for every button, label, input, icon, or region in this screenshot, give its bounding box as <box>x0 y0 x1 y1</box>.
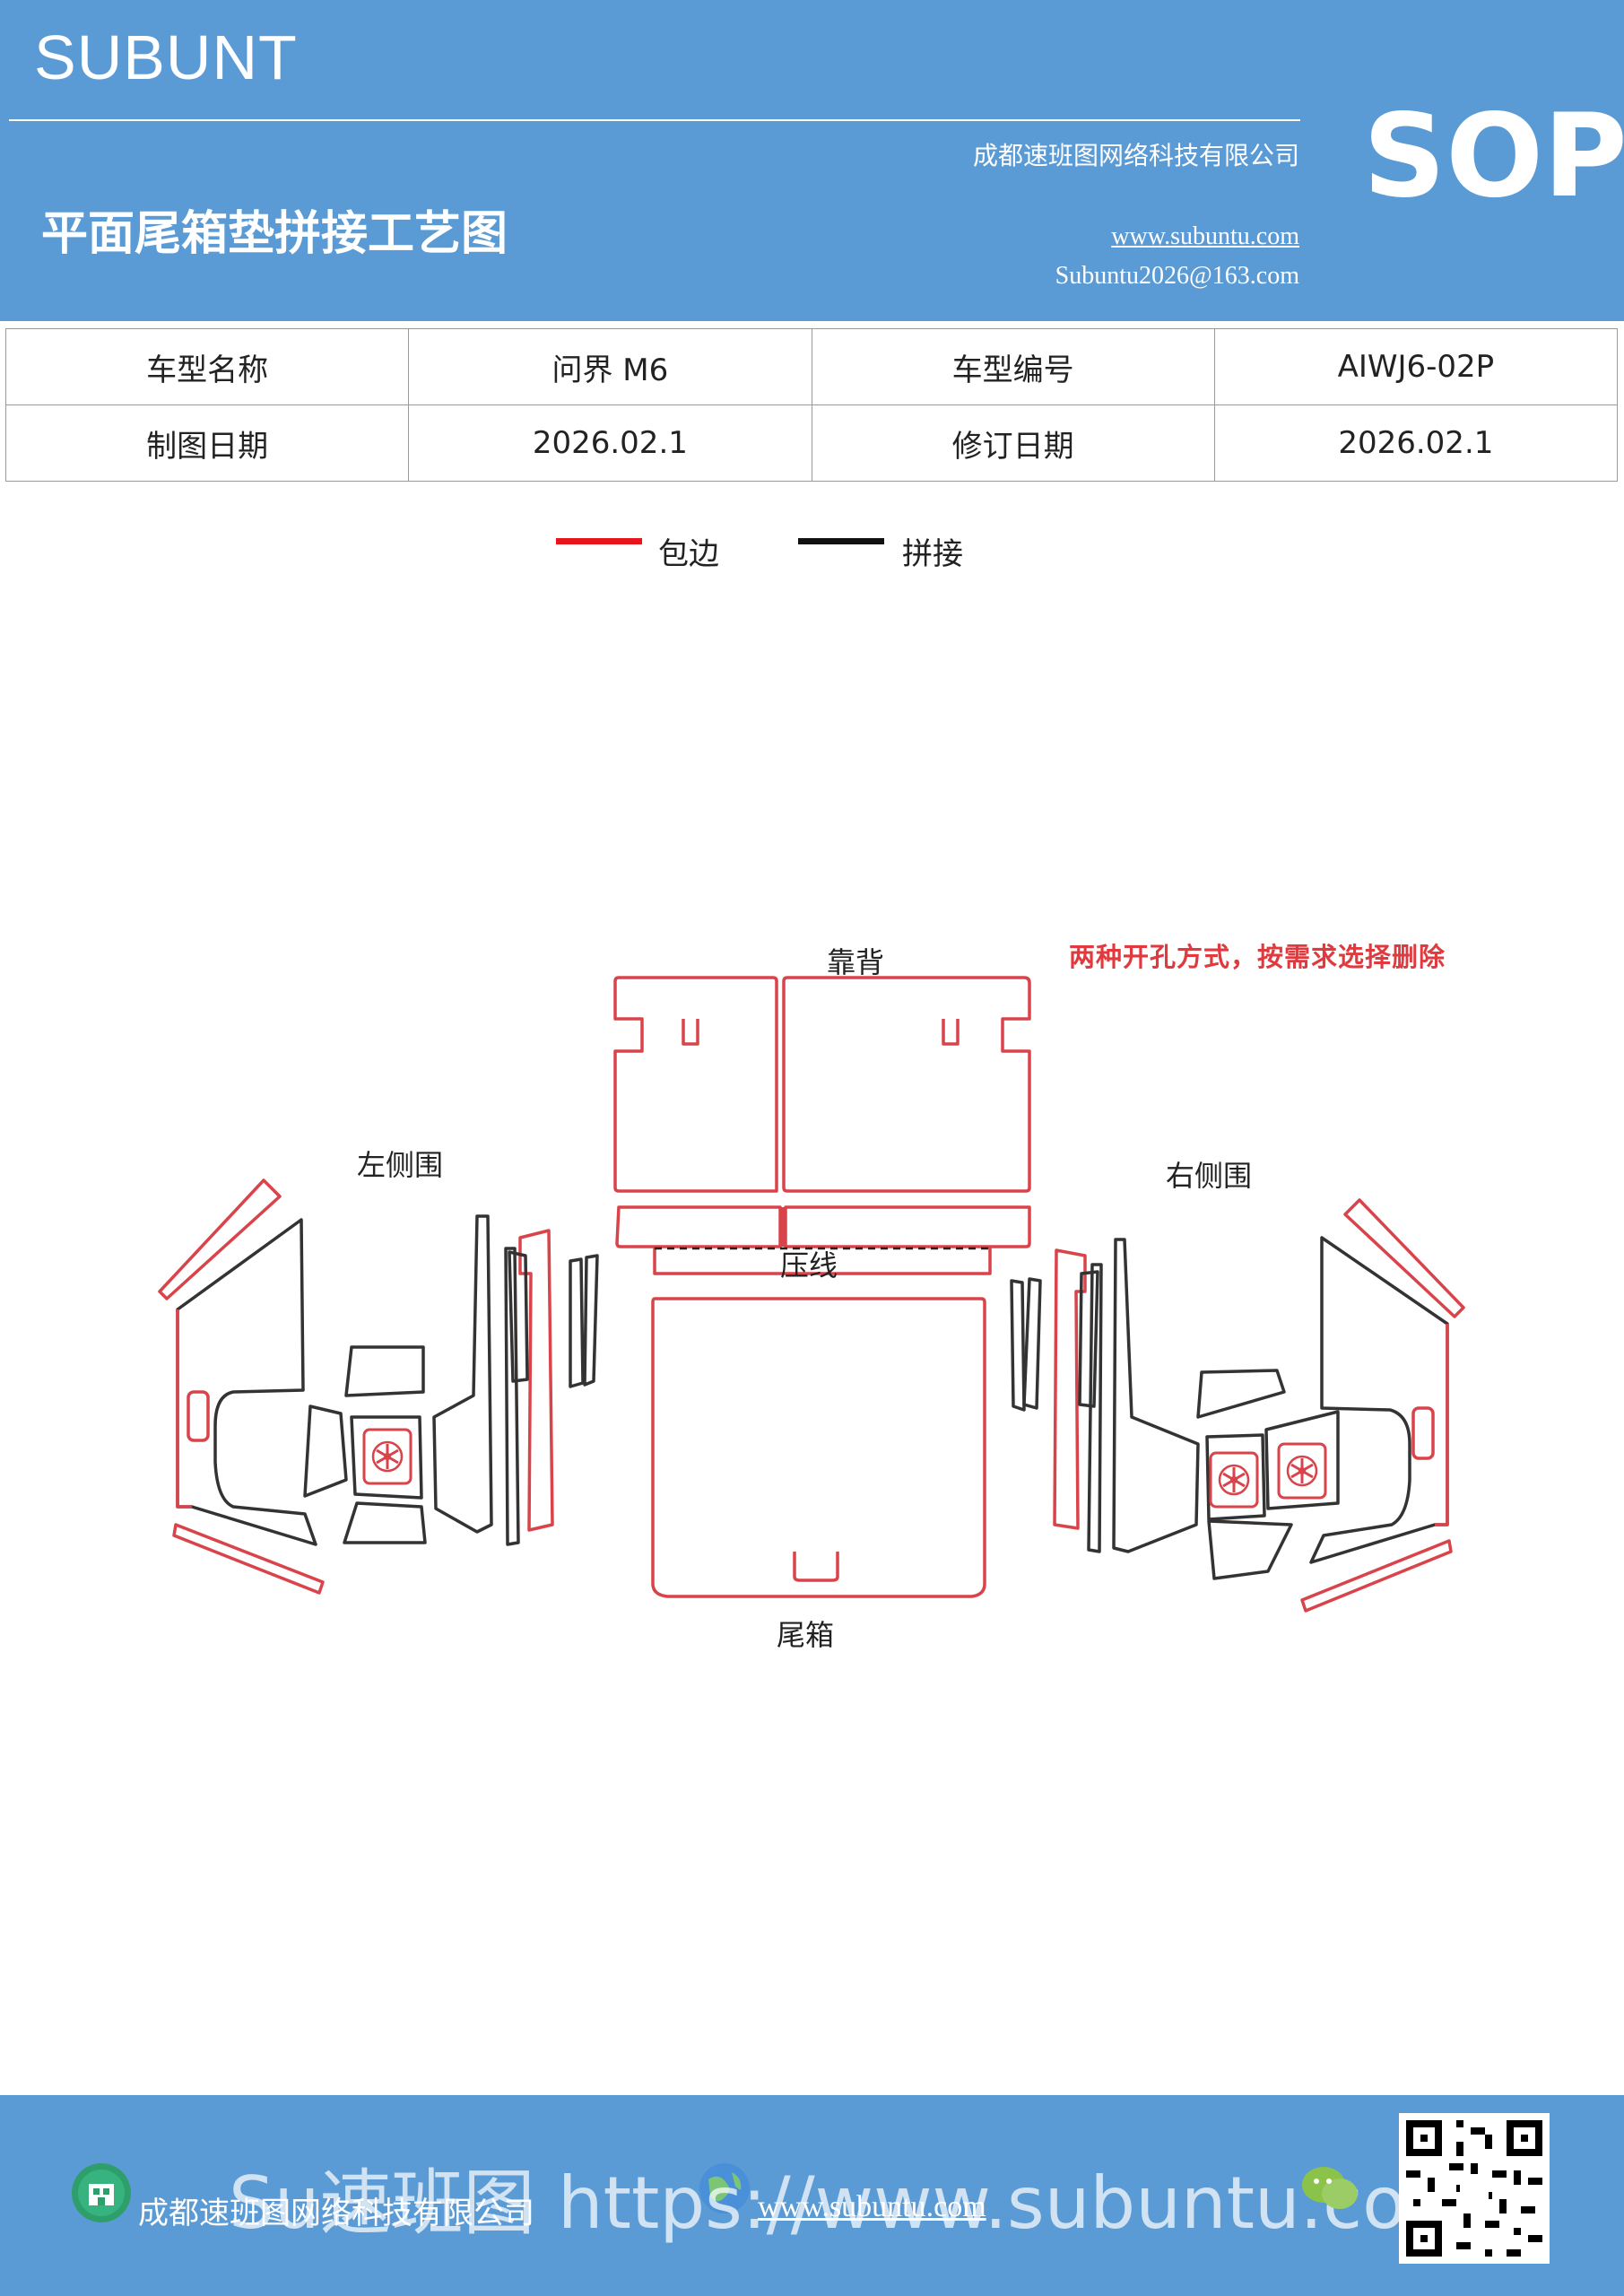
left-fan-cup-left <box>303 1405 348 1498</box>
table-cell: 2026.02.1 <box>1213 404 1619 482</box>
label-right-side: 右侧围 <box>1166 1159 1253 1193</box>
right-side-edge <box>1435 1324 1449 1526</box>
crease-lower <box>653 1247 992 1275</box>
backrest-left-panel <box>613 976 778 1193</box>
right-pillar-trim <box>1053 1248 1087 1530</box>
label-left-side: 左侧围 <box>357 1148 444 1182</box>
hole-option-note: 两种开孔方式，按需求选择删除 <box>1069 942 1446 972</box>
trunk-latch-notch <box>793 1552 839 1582</box>
table-row: 车型名称 问界 M6 车型编号 AIWJ6-02P <box>4 328 1619 405</box>
legend-edge-swatch <box>556 538 642 544</box>
backrest-left-clip <box>682 1019 699 1046</box>
left-side-edge <box>176 1309 192 1509</box>
crease-strip-right <box>784 1205 1031 1248</box>
left-side-slot <box>187 1390 210 1442</box>
right-narrow-strip-1 <box>1022 1277 1042 1410</box>
left-side-main <box>176 1218 317 1546</box>
crease-strip-left <box>615 1205 782 1248</box>
table-cell: AIWJ6-02P <box>1213 328 1619 405</box>
globe-icon <box>699 2163 750 2213</box>
company-name: 成都速班图网络科技有限公司 <box>972 141 1299 170</box>
page-title: 平面尾箱垫拼接工艺图 <box>41 207 508 261</box>
trunk-floor-panel <box>651 1297 986 1598</box>
backrest-right-panel <box>782 976 1031 1193</box>
left-fan-cup <box>350 1415 423 1500</box>
left-pillar-inner <box>504 1247 520 1546</box>
label-trunk: 尾箱 <box>777 1618 835 1652</box>
right-fan-cup-2 <box>1264 1410 1340 1510</box>
right-pillar-inner <box>1087 1263 1103 1553</box>
right-narrow-strip-2 <box>1010 1279 1026 1412</box>
left-bottom-strip <box>172 1523 325 1595</box>
sop-badge: SOP <box>1363 90 1624 223</box>
label-backrest: 靠背 <box>827 945 885 979</box>
table-cell: 2026.02.1 <box>408 404 812 482</box>
left-top-strip <box>158 1178 282 1300</box>
label-crease: 压线 <box>780 1248 838 1283</box>
left-narrow-strip-1 <box>569 1257 585 1388</box>
table-row: 制图日期 2026.02.1 修订日期 2026.02.1 <box>4 404 1619 482</box>
qr-code <box>1399 2113 1550 2264</box>
table-cell: 车型编号 <box>811 328 1215 405</box>
table-cell: 制图日期 <box>4 404 410 482</box>
footer-company: 成都速班图网络科技有限公司 <box>138 2196 534 2231</box>
right-top-strip <box>1343 1198 1465 1318</box>
header-banner <box>0 0 1624 321</box>
table-cell: 修订日期 <box>811 404 1215 482</box>
building-icon <box>72 2163 131 2222</box>
footer-overlay-text: Su速班图 https://www.subuntu.com <box>229 2161 1476 2245</box>
table-cell: 问界 M6 <box>408 328 812 405</box>
right-fan-cup-top <box>1196 1369 1286 1419</box>
right-bottom-strip <box>1300 1539 1453 1613</box>
left-pillar-trim-inner <box>508 1250 529 1383</box>
website-link[interactable]: www.subuntu.com <box>1111 222 1299 250</box>
header-divider <box>9 119 1300 121</box>
right-fan-cup-1 <box>1205 1433 1266 1521</box>
right-pillar <box>1112 1238 1200 1553</box>
vehicle-info-table: 车型名称 问界 M6 车型编号 AIWJ6-02P 制图日期 2026.02.1… <box>4 328 1619 482</box>
right-pillar-trim-inner <box>1078 1270 1099 1408</box>
left-narrow-strip-2 <box>583 1254 599 1387</box>
right-fan-cup-bottom <box>1207 1519 1293 1580</box>
brand-name: SUBUNT <box>34 22 298 92</box>
left-fan-cup-bottom <box>343 1501 427 1544</box>
left-fan-cup-top <box>344 1345 425 1397</box>
left-pillar-trim <box>518 1229 554 1532</box>
legend-seam-swatch <box>798 538 884 544</box>
right-side-main <box>1309 1236 1449 1564</box>
footer-website[interactable]: www.subuntu.com <box>758 2190 986 2223</box>
backrest-right-clip <box>942 1019 960 1046</box>
contact-email[interactable]: Subuntu2026@163.com <box>1055 262 1299 290</box>
left-pillar <box>432 1214 493 1534</box>
right-side-slot <box>1411 1406 1435 1460</box>
table-cell: 车型名称 <box>4 328 410 405</box>
wechat-icon <box>1302 2167 1358 2209</box>
